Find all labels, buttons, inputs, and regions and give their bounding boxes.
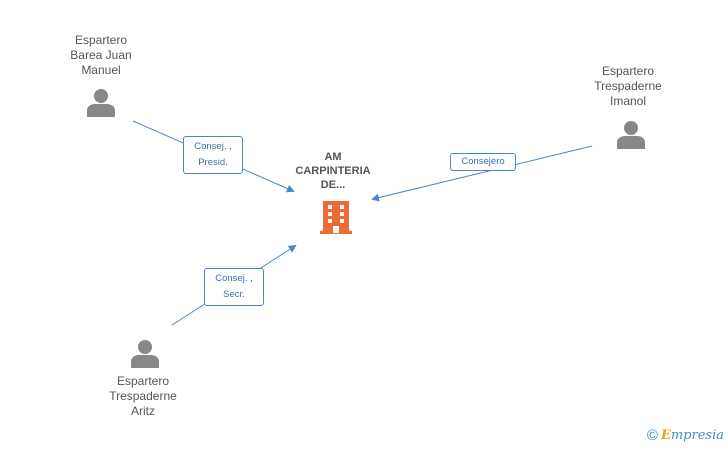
footer-brand[interactable]: © Empresia	[647, 427, 724, 444]
person-name-p1[interactable]: Espartero Barea Juan Manuel	[70, 33, 132, 77]
person-icon[interactable]	[616, 119, 646, 149]
edge-line-p2	[371, 145, 593, 202]
person-name-p2[interactable]: Espartero Trespaderne Imanol	[594, 64, 662, 108]
person-icon[interactable]	[130, 338, 160, 368]
relation-label-p1: Consej. , Presid.	[183, 136, 243, 174]
company-name[interactable]: AM CARPINTERIA DE...	[295, 151, 371, 191]
person-icon[interactable]	[86, 87, 116, 117]
copyright-icon: ©	[646, 427, 658, 444]
relation-label-p2: Consejero	[450, 153, 516, 171]
building-icon[interactable]	[320, 199, 352, 235]
relation-label-p3: Consej. , Secr.	[204, 268, 264, 306]
brand-logo[interactable]: Empresia	[660, 428, 724, 443]
person-name-p3[interactable]: Espartero Trespaderne Aritz	[109, 374, 177, 418]
